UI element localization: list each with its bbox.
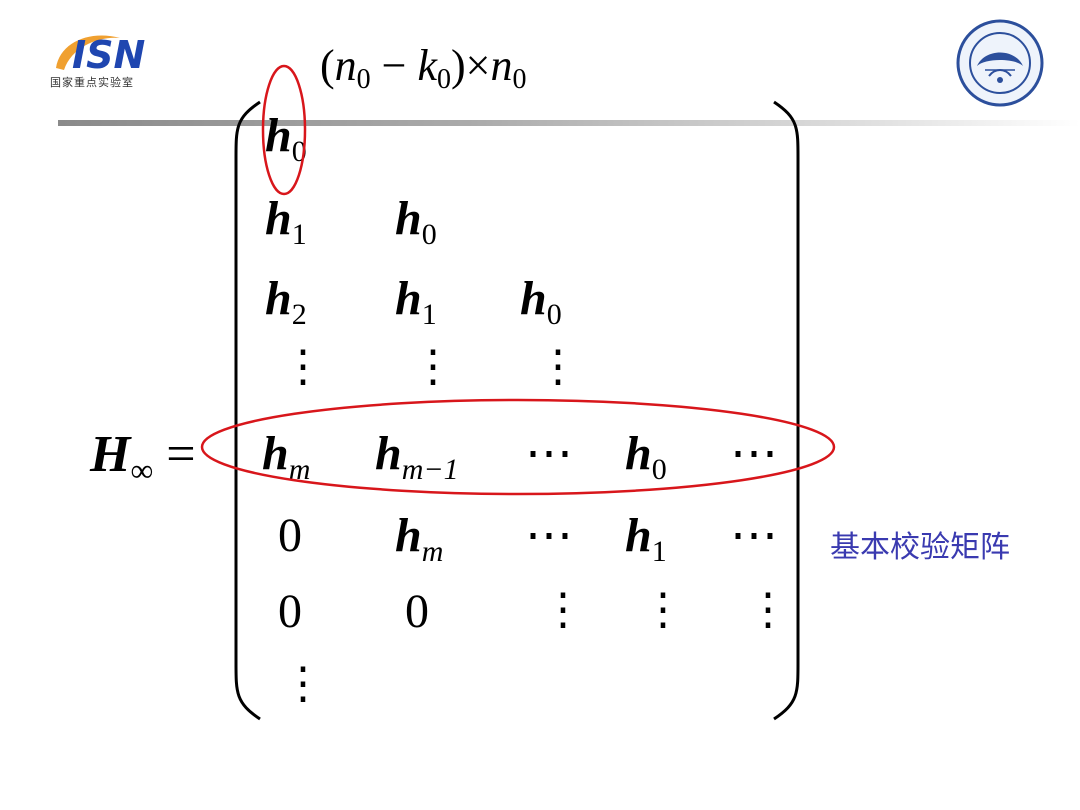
matrix-cell-r6c3: ⋯ xyxy=(525,509,573,562)
logo-mark: ISN xyxy=(72,33,145,77)
logo-caption: 国家重点实验室 xyxy=(50,76,134,89)
basic-parity-check-matrix-label: 基本校验矩阵 xyxy=(830,530,1010,565)
logo-swoosh xyxy=(56,35,120,70)
header-divider xyxy=(58,120,1080,126)
matrix-cell-r7c1: 0 xyxy=(278,585,302,638)
matrix-cell-r6c5: ⋯ xyxy=(730,509,778,562)
matrix-cell-r2c1: h1 xyxy=(265,192,307,251)
matrix-cell-r1c1: h0 xyxy=(265,109,307,168)
matrix-cell-r6c2: hm xyxy=(395,509,444,568)
matrix-vdots-r7c5: ⋮ xyxy=(746,585,790,634)
matrix-vdots-r4c3: ⋮ xyxy=(536,342,580,391)
matrix-vdots-r4c1: ⋮ xyxy=(281,342,325,391)
matrix-cell-r3c2: h1 xyxy=(395,272,437,331)
isn-logo: ISN xyxy=(56,33,145,77)
matrix-vdots-r8c1: ⋮ xyxy=(281,659,325,708)
matrix-lhs: H∞ = xyxy=(90,426,196,488)
left-parenthesis xyxy=(234,100,261,721)
matrix-cell-r5c3: ⋯ xyxy=(525,427,573,480)
matrix-vdots-r4c2: ⋮ xyxy=(411,342,455,391)
matrix-cell-r6c4: h1 xyxy=(625,509,667,568)
matrix-dimension-label: (n0 − k0)×n0 xyxy=(320,41,527,95)
matrix-brackets xyxy=(234,100,800,721)
university-seal-icon xyxy=(956,19,1044,107)
matrix-vdots-r7c3: ⋮ xyxy=(541,585,585,634)
matrix-cell-r3c1: h2 xyxy=(265,272,307,331)
matrix-cell-r5c4: h0 xyxy=(625,427,667,486)
matrix-cell-r5c2: hm−1 xyxy=(375,427,459,486)
matrix-vdots-r7c4: ⋮ xyxy=(641,585,685,634)
matrix-cell-r5c5: ⋯ xyxy=(730,427,778,480)
matrix-cell-r3c3: h0 xyxy=(520,272,562,331)
matrix-cell-r2c2: h0 xyxy=(395,192,437,251)
matrix-cell-r5c1: hm xyxy=(262,427,311,486)
matrix-cell-r7c2: 0 xyxy=(405,585,429,638)
matrix-cell-r6c1: 0 xyxy=(278,509,302,562)
